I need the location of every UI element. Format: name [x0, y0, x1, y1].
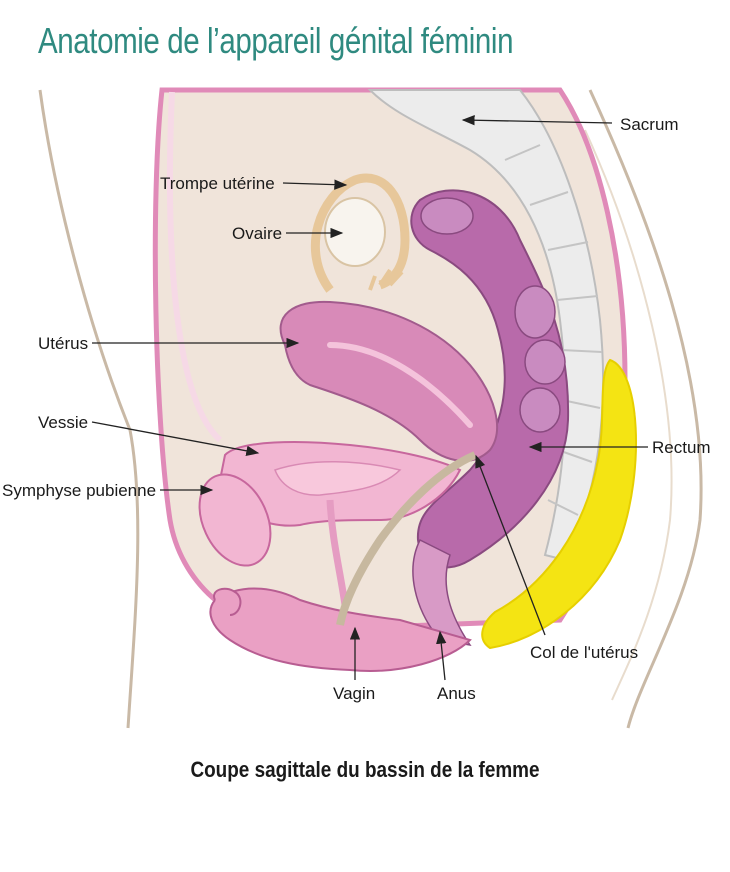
perineum — [209, 587, 472, 672]
label-ovaire: Ovaire — [232, 224, 282, 243]
page-title: Anatomie de l’appareil génital féminin — [38, 20, 514, 61]
labia — [213, 587, 242, 616]
body-outline-back — [588, 89, 703, 729]
uterus — [279, 300, 498, 462]
leader-col — [475, 454, 546, 636]
uterine-cavity — [327, 342, 473, 428]
fallopian-tube — [310, 173, 410, 293]
skin-line-back — [584, 129, 673, 701]
pubic-symphysis — [198, 473, 272, 567]
leader-vessie — [91, 421, 260, 456]
anatomy-diagram: Trompe utérine Ovaire Utérus Vessie Symp… — [2, 87, 711, 729]
bladder-lumen — [274, 461, 402, 496]
label-sacrum: Sacrum — [620, 115, 679, 134]
body-outline-front — [38, 89, 140, 729]
ovary — [324, 197, 386, 267]
peritoneum-line — [166, 91, 223, 443]
label-trompe: Trompe utérine — [160, 174, 275, 193]
leader-sacrum — [461, 115, 613, 126]
urethra — [326, 499, 349, 606]
leader-trompe — [282, 179, 348, 190]
leader-lines — [91, 115, 648, 681]
label-rectum: Rectum — [652, 438, 711, 457]
fat-tissue — [481, 358, 637, 650]
rectum-folds — [420, 197, 566, 433]
label-vagin: Vagin — [333, 684, 375, 703]
sacrum-bone — [367, 89, 605, 562]
vagina — [336, 451, 477, 626]
diagram-caption: Coupe sagittale du bassin de la femme — [190, 757, 540, 782]
label-anus: Anus — [437, 684, 476, 703]
label-uterus: Utérus — [38, 334, 88, 353]
leader-anus — [436, 630, 447, 681]
label-vessie: Vessie — [38, 413, 88, 432]
label-symphyse: Symphyse pubienne — [2, 481, 156, 500]
label-col: Col de l'utérus — [530, 643, 638, 662]
tube-fimbriae — [368, 268, 404, 291]
